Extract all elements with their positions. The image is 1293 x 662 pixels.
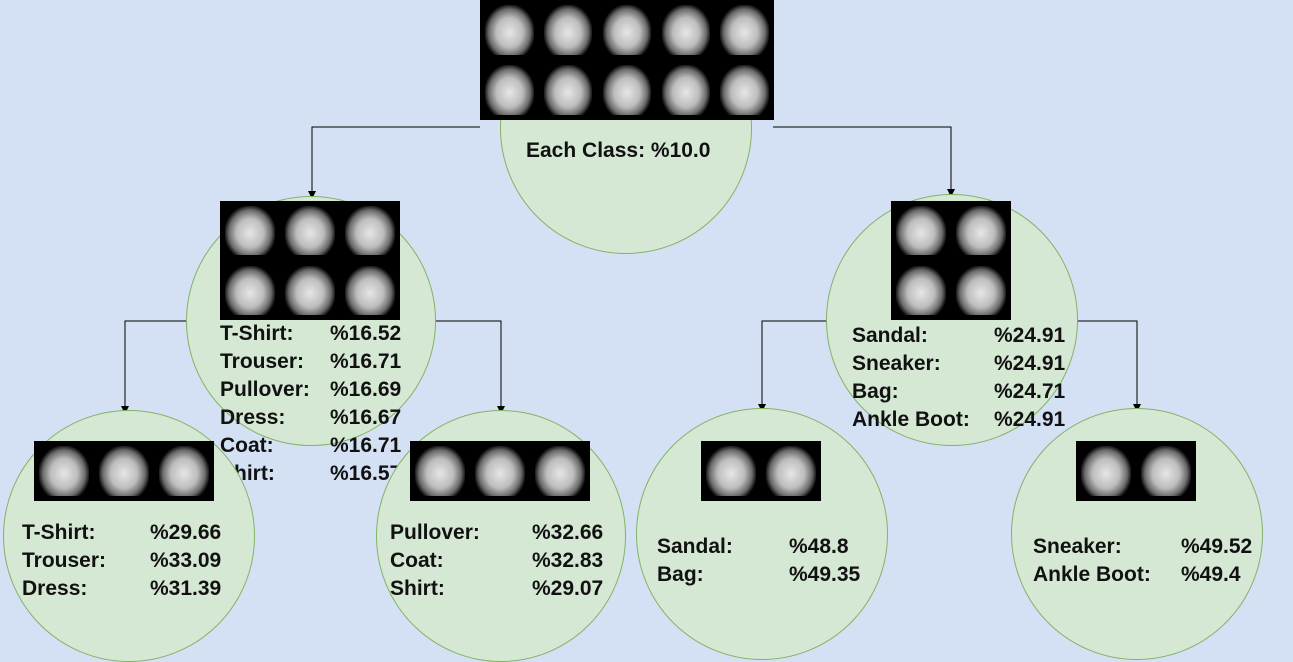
thumbnail-sneaker (1081, 446, 1131, 496)
class-percentage: %24.71 (994, 380, 1066, 403)
class-label: Ankle Boot: (1033, 563, 1151, 586)
class-label: Coat: (220, 434, 274, 457)
edge-footwear-to-sneaker-group (1076, 320, 1141, 412)
thumbnail-bag (766, 446, 816, 496)
root-thumbnail-grid (480, 0, 774, 120)
thumbnail-sandal (485, 65, 534, 115)
class-percentage: %16.67 (330, 406, 402, 429)
thumbnail-sandal (896, 206, 946, 256)
thumbnail-pullover (602, 5, 652, 55)
thumbnail-dress (285, 206, 335, 256)
tshirt-trouser-dress-thumbnail-grid (34, 441, 214, 501)
class-label: Coat: (390, 549, 444, 572)
clothing-thumbnail-grid (220, 201, 400, 320)
sneaker-ankle-boot-thumbnail-grid (1076, 441, 1196, 501)
thumbnail-shirt (544, 65, 593, 115)
class-percentage: %24.91 (994, 408, 1066, 431)
footwear-bag-thumbnail-grid (891, 201, 1011, 320)
thumbnail-coat (475, 446, 525, 496)
class-label: Shirt: (390, 577, 445, 600)
class-label: Ankle Boot: (852, 408, 970, 431)
class-percentage: %16.71 (330, 350, 402, 373)
thumbnail-bag (661, 65, 710, 115)
thumbnail-ankle-boot (720, 65, 769, 115)
class-label: Sandal: (657, 535, 733, 558)
edge-root-to-clothing (308, 126, 480, 199)
thumbnail-dress (661, 5, 710, 55)
root-class-distribution: Each Class: %10.0 (526, 139, 711, 162)
class-label: Bag: (657, 563, 704, 586)
thumbnail-t-shirt (485, 5, 534, 55)
class-percentage: %32.66 (532, 521, 604, 544)
thumbnail-bag (956, 206, 1006, 256)
thumbnail-coat (720, 5, 769, 55)
thumbnail-t-shirt (225, 206, 275, 256)
class-percentage: %32.83 (532, 549, 604, 572)
class-label: Pullover: (220, 378, 310, 401)
thumbnail-pullover (285, 265, 335, 315)
thumbnail-coat (345, 206, 395, 256)
class-label: T-Shirt: (220, 322, 294, 345)
class-percentage: %49.35 (789, 563, 861, 586)
class-percentage: %16.57 (330, 462, 402, 485)
thumbnail-shirt (535, 446, 585, 496)
class-percentage: %24.91 (994, 352, 1066, 375)
edge-footwear-to-sandal-group (758, 320, 826, 412)
class-percentage: %16.71 (330, 434, 402, 457)
class-percentage: %31.39 (150, 577, 222, 600)
class-label: Dress: (220, 406, 286, 429)
class-label: Pullover: (390, 521, 480, 544)
thumbnail-sandal (706, 446, 756, 496)
edge-clothing-to-pullover-group (435, 320, 505, 414)
class-label: Sandal: (852, 324, 928, 347)
thumbnail-ankle-boot (956, 265, 1006, 315)
edge-clothing-to-tshirt-group (121, 320, 188, 414)
class-label: Sneaker: (852, 352, 941, 375)
class-percentage: %48.8 (789, 535, 849, 558)
class-percentage: %29.07 (532, 577, 604, 600)
class-percentage: %16.69 (330, 378, 402, 401)
class-percentage: %33.09 (150, 549, 222, 572)
class-label: Trouser: (220, 350, 305, 373)
class-label: Sneaker: (1033, 535, 1122, 558)
thumbnail-trouser (544, 5, 593, 55)
thumbnail-pullover (415, 446, 465, 496)
class-percentage: %29.66 (150, 521, 222, 544)
sandal-bag-thumbnail-grid (701, 441, 821, 501)
thumbnail-sneaker (896, 265, 946, 315)
thumbnail-trouser (225, 265, 275, 315)
class-label: T-Shirt: (22, 521, 96, 544)
edge-root-to-footwear (773, 126, 955, 197)
class-percentage: %16.52 (330, 322, 402, 345)
pullover-coat-shirt-thumbnail-grid (410, 441, 590, 501)
thumbnail-t-shirt (39, 446, 89, 496)
class-percentage: %49.52 (1181, 535, 1253, 558)
class-percentage: %49.4 (1181, 563, 1241, 586)
thumbnail-shirt (345, 265, 395, 315)
class-label: Dress: (22, 577, 88, 600)
thumbnail-trouser (99, 446, 149, 496)
thumbnail-sneaker (602, 65, 652, 115)
thumbnail-ankle-boot (1141, 446, 1191, 496)
class-label: Trouser: (22, 549, 107, 572)
class-label: Bag: (852, 380, 899, 403)
class-percentage: %24.91 (994, 324, 1066, 347)
thumbnail-dress (159, 446, 209, 496)
